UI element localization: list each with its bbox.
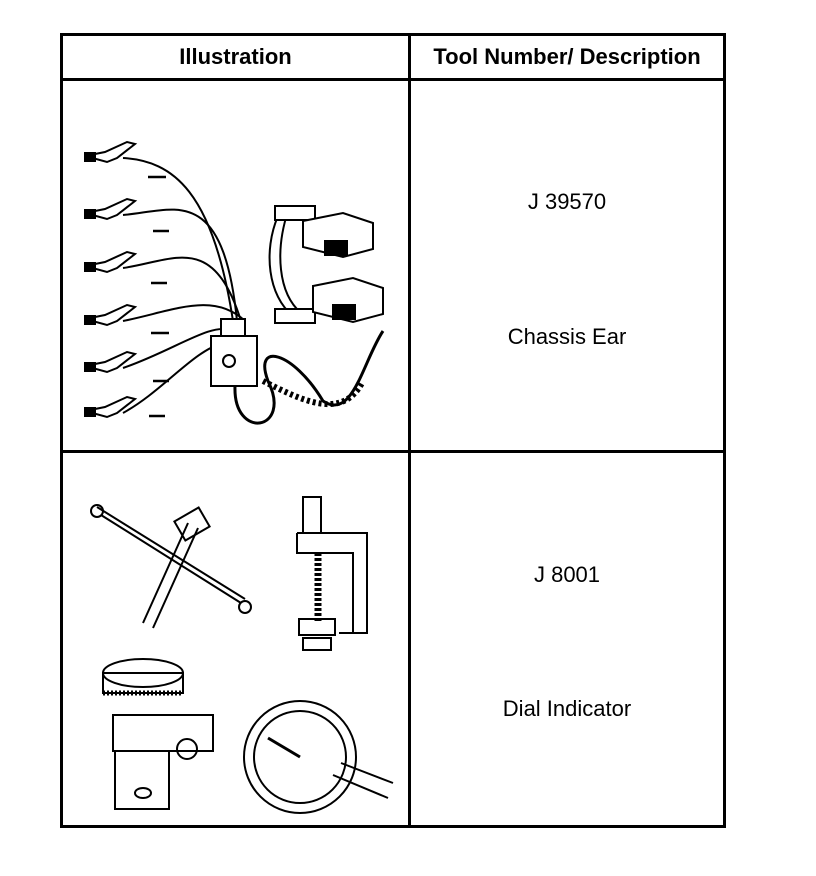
description-cell-1: J 39570 Chassis Ear (411, 81, 723, 450)
column-divider (408, 36, 411, 825)
tool-number: J 8001 (533, 562, 601, 587)
illustration-cell-2 (63, 453, 408, 825)
header-tool-description: Tool Number/ Description (433, 44, 701, 69)
header-divider (63, 78, 723, 81)
tool-number: J 39570 (527, 189, 607, 214)
illustration-cell-1 (63, 81, 408, 450)
tool-description: Dial Indicator (502, 696, 632, 721)
dial-indicator-icon (90, 496, 394, 814)
tools-table: Illustration Tool Number/ Description (60, 33, 726, 828)
description-cell-2: J 8001 Dial Indicator (411, 453, 723, 825)
clamp-group (84, 140, 138, 419)
tool-description: Chassis Ear (507, 324, 627, 349)
chassis-ear-icon (84, 140, 385, 425)
row-divider (63, 450, 723, 453)
header-illustration: Illustration (179, 44, 292, 69)
